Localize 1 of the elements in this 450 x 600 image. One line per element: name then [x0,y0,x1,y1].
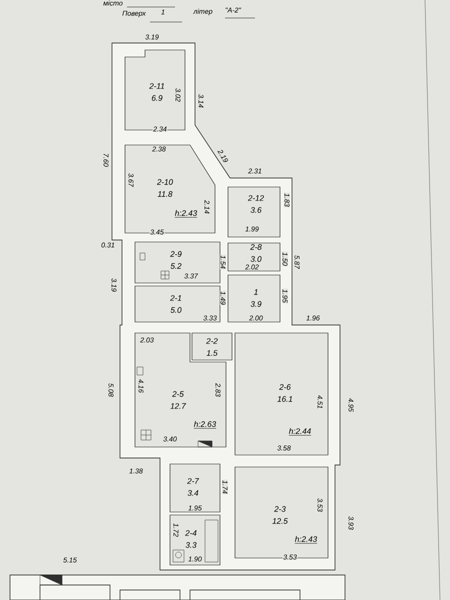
room: 2-2 1.5 [192,332,232,360]
